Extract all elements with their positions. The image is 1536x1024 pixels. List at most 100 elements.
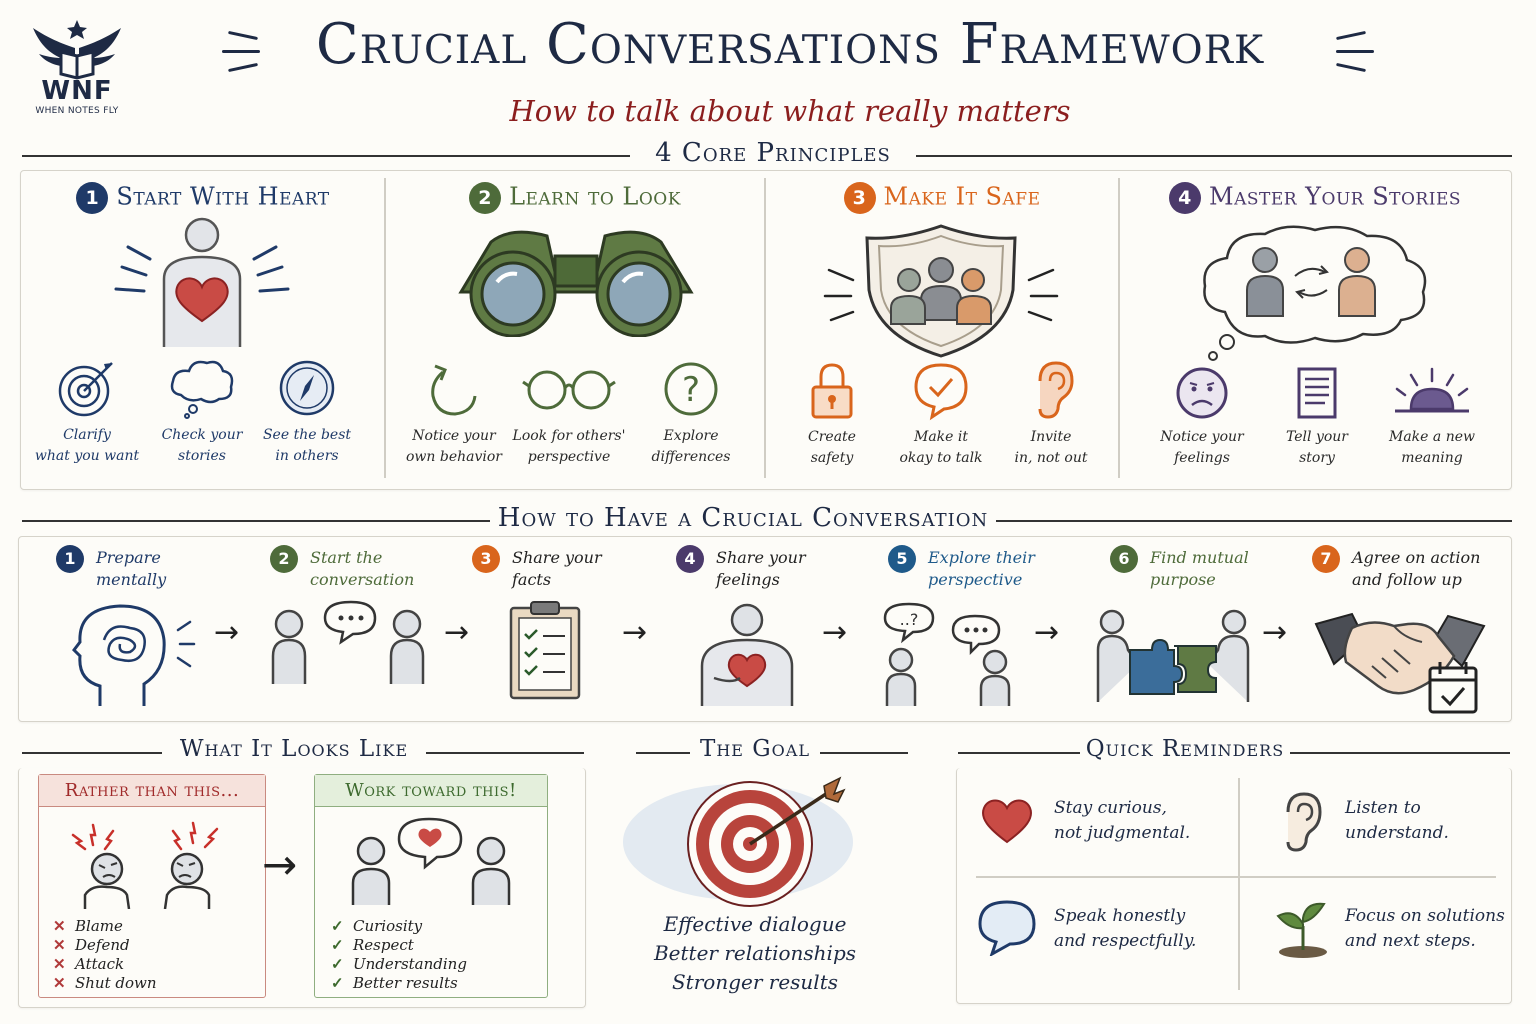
step-agree: 7 Agree on action and follow up [1312, 545, 1480, 589]
flow-arrow: → [822, 615, 848, 650]
sub-explore-differences: ? Explore differences [631, 358, 751, 468]
rather-than-box: Rather than this... ✕Blame ✕Defend ✕Atta… [38, 774, 266, 998]
list-item: ✓Curiosity [331, 917, 423, 935]
work-toward-box: Work toward this! ✓Curiosity ✓Respect ✓U… [314, 774, 548, 998]
sub-label: Invite in, not out [1014, 429, 1088, 466]
sub-label: Notice your own behavior [406, 428, 502, 465]
sub-label: Create safety [808, 429, 856, 466]
divider [976, 876, 1496, 878]
sub-create-safety: Create safety [772, 359, 892, 469]
goal-title: The Goal [690, 736, 820, 762]
looks-like-title: What It Looks Like [162, 736, 426, 762]
title-accent [1336, 50, 1374, 53]
sub-check-stories: Check your stories [142, 357, 262, 467]
sub-label: Check your stories [161, 427, 243, 464]
flow-arrow: → [444, 615, 470, 650]
brand-logo: WNF WHEN NOTES FLY [22, 18, 132, 128]
step-number: 2 [469, 182, 502, 214]
goal-line: Better relationships [653, 941, 857, 965]
person-heart-icon [700, 603, 794, 706]
list-item: ✓Respect [331, 936, 414, 954]
question-talk-icon: ..? [883, 602, 1011, 706]
reminders-title: Quick Reminders [1080, 736, 1290, 762]
target-icon [58, 362, 113, 417]
list-item: ✕Defend [53, 936, 130, 954]
sub-label: Make it okay to talk [899, 429, 983, 466]
divider [384, 178, 386, 478]
principles-title: 4 Core Principles [630, 138, 916, 168]
sub-label: Look for others' perspective [512, 428, 626, 465]
ear-icon [1286, 792, 1322, 852]
principle-heading: 4 Master Your Stories [1120, 182, 1510, 214]
reminders-panel [956, 768, 1512, 1004]
sub-notice-behavior: Notice your own behavior [394, 358, 514, 468]
step-label: Share your facts [512, 548, 602, 589]
flow-arrow: → [1034, 615, 1060, 650]
sub-label: Notice your feelings [1160, 429, 1244, 466]
divider [1118, 178, 1120, 478]
question-icon: ? [664, 362, 718, 416]
list-item: ✕Blame [53, 917, 123, 935]
binoculars-icon [458, 230, 694, 337]
speech-bubble-icon [978, 900, 1036, 956]
step-number: 4 [1169, 182, 1201, 214]
principle-master-stories: 4 Master Your Stories Notice your feeling… [1120, 172, 1510, 487]
page-subtitle: How to talk about what really matters [509, 94, 1071, 128]
step-feelings: 4 Share your feelings [676, 545, 806, 589]
title-accent [222, 50, 260, 53]
reminder-text: Focus on solutions and next steps. [1345, 906, 1505, 951]
two-people-talk-icon [271, 600, 425, 684]
toward-title: Work toward this! [315, 775, 547, 807]
step-label: Share your feelings [716, 548, 806, 589]
sub-label: See the best in others [262, 427, 352, 464]
list-item: ✓Understanding [331, 955, 467, 973]
sub-okay-talk: Make it okay to talk [881, 359, 1001, 469]
sad-face-icon [1176, 367, 1228, 419]
sub-label: Make a new meaning [1389, 429, 1475, 466]
step-number: 6 [1110, 545, 1138, 573]
goal-line: Stronger results [671, 970, 838, 994]
ear-icon [1038, 361, 1074, 419]
step-number: 7 [1312, 545, 1340, 573]
lock-icon [811, 363, 853, 419]
puzzle-icon [1096, 609, 1250, 702]
step-number: 1 [76, 182, 109, 214]
rather-title: Rather than this... [39, 775, 265, 807]
divider [1238, 778, 1240, 990]
page-title: Crucial Conversations Framework [315, 12, 1265, 77]
compass-icon [279, 360, 335, 416]
document-icon [1297, 367, 1337, 419]
brand-name: WNF [41, 76, 113, 106]
handshake-icon [1314, 612, 1486, 714]
sub-clarify: Clarify what you want [27, 357, 147, 467]
step-label: Agree on action and follow up [1352, 548, 1481, 589]
check-bubble-icon [914, 363, 968, 421]
bullseye-icon [623, 776, 853, 907]
glasses-icon [522, 370, 616, 410]
rotate-arrow-icon [431, 364, 477, 416]
heart-icon [982, 799, 1032, 844]
sub-label: Explore differences [651, 428, 731, 465]
list-item: ✕Shut down [53, 974, 157, 992]
step-label: Explore their perspective [928, 548, 1035, 589]
sunrise-icon [1395, 367, 1469, 413]
principle-title: Start With Heart [116, 182, 330, 211]
reminder-text: Listen to understand. [1345, 798, 1449, 843]
reminder-text: Stay curious, not judgmental. [1054, 798, 1191, 843]
clipboard-icon [509, 601, 581, 700]
principle-title: Master Your Stories [1209, 182, 1461, 211]
step-number: 1 [56, 545, 84, 573]
principle-title: Make It Safe [883, 182, 1041, 211]
sub-invite-in: Invite in, not out [991, 359, 1111, 469]
list-item: ✓Better results [331, 974, 458, 992]
sub-see-best: See the best in others [247, 357, 367, 467]
svg-text:?: ? [682, 370, 700, 410]
step-start: 2 Start the conversation [270, 545, 414, 589]
head-thoughts-icon [72, 604, 196, 706]
step-facts: 3 Share your facts [472, 545, 602, 589]
